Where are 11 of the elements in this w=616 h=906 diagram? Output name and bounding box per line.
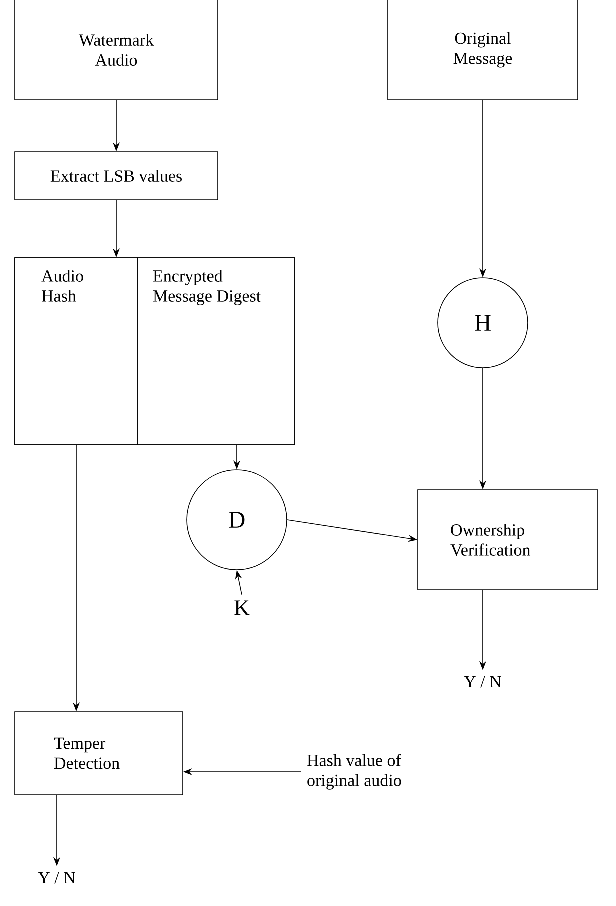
output-label: Y / N [38, 872, 76, 884]
field-box: Audio Hash [14, 258, 138, 446]
field-box: Encrypted Message Digest [138, 258, 296, 446]
process-box: Ownership Verification [418, 490, 598, 590]
input-label: K [234, 600, 250, 616]
process-box: Temper Detection [14, 712, 184, 796]
process-box: Extract LSB values [14, 152, 218, 200]
output-label: Y / N [464, 676, 502, 688]
input-label: Hash value of original audio [307, 754, 402, 790]
process-box: Watermark Audio [14, 0, 218, 100]
process-box: Original Message [388, 0, 578, 100]
